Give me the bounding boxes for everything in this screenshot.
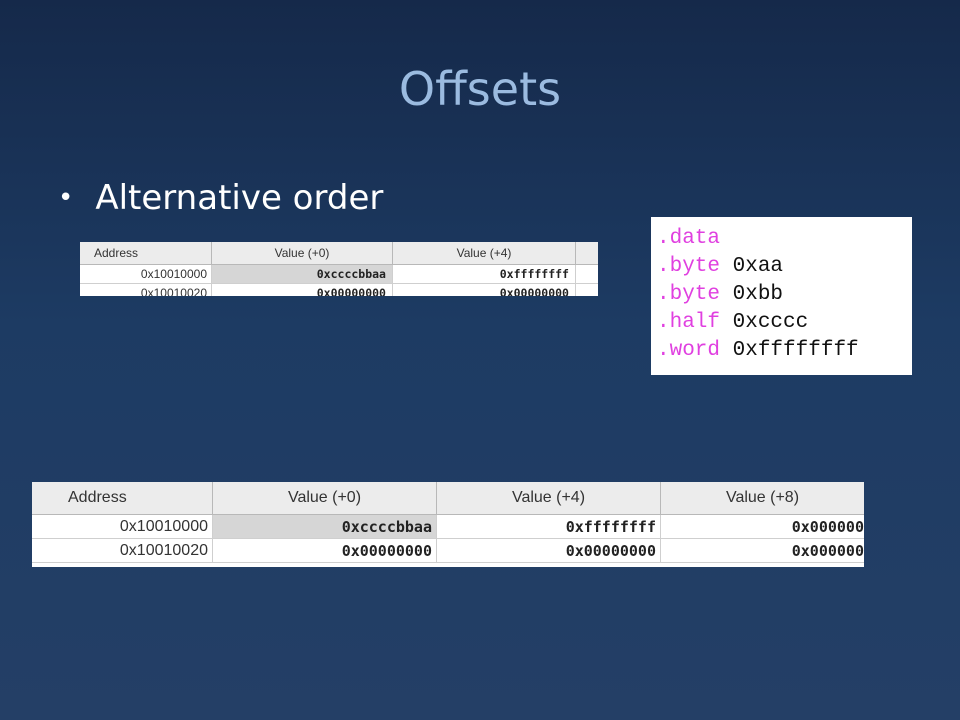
code-directive: .byte xyxy=(657,283,721,306)
code-line: .word 0xffffffff xyxy=(657,337,912,365)
code-line: .data xyxy=(657,225,912,253)
value-cell: 0xffffffff xyxy=(437,515,661,538)
extra-cell xyxy=(576,284,598,296)
table-row[interactable]: 0x10010020 0x00000000 0x00000000 xyxy=(80,284,598,296)
header-value-4[interactable]: Value (+4) xyxy=(393,242,576,264)
address-cell: 0x10010000 xyxy=(32,515,213,538)
bullet-item: • Alternative order xyxy=(58,178,383,218)
address-cell: 0x10010020 xyxy=(80,284,212,296)
assembly-code-box: .data .byte 0xaa .byte 0xbb .half 0xcccc… xyxy=(651,217,912,375)
small-memory-table: Address Value (+0) Value (+4) 0x10010000… xyxy=(80,242,598,296)
value-cell: 0xccccbbaa xyxy=(212,265,393,283)
table-header: Address Value (+0) Value (+4) xyxy=(80,242,598,265)
header-address[interactable]: Address xyxy=(32,482,213,514)
code-value: 0xbb xyxy=(732,283,784,306)
header-value-4[interactable]: Value (+4) xyxy=(437,482,661,514)
header-extra xyxy=(576,242,598,264)
table-header: Address Value (+0) Value (+4) Value (+8) xyxy=(32,482,864,515)
header-value-0[interactable]: Value (+0) xyxy=(213,482,437,514)
value-cell: 0x000000 xyxy=(791,541,864,560)
header-value-0[interactable]: Value (+0) xyxy=(212,242,393,264)
code-value: 0xcccc xyxy=(732,311,809,334)
value-cell: 0x00000000 xyxy=(437,539,661,562)
code-directive: .data xyxy=(657,227,721,250)
table-row[interactable]: 0x10010000 0xccccbbaa 0xffffffff xyxy=(80,265,598,284)
slide-title: Offsets xyxy=(398,62,562,116)
code-value: 0xffffffff xyxy=(732,339,859,362)
value-cell: 0x000000 xyxy=(791,517,864,536)
header-value-8[interactable]: Value (+8) xyxy=(725,489,800,506)
value-cell: 0x00000000 xyxy=(213,539,437,562)
address-cell: 0x10010000 xyxy=(80,265,212,283)
code-directive: .half xyxy=(657,311,721,334)
code-line: .byte 0xbb xyxy=(657,281,912,309)
extra-cell xyxy=(576,265,598,283)
value-cell: 0x00000000 xyxy=(393,284,576,296)
bullet-dot-icon: • xyxy=(58,183,74,213)
table-row[interactable]: 0x10010020 0x00000000 0x00000000 0x00000… xyxy=(32,539,864,563)
bullet-text: Alternative order xyxy=(95,178,384,218)
value-cell: 0xffffffff xyxy=(393,265,576,283)
code-value: 0xaa xyxy=(732,255,784,278)
address-cell: 0x10010020 xyxy=(32,539,213,562)
header-address[interactable]: Address xyxy=(80,242,212,264)
value-cell: 0xccccbbaa xyxy=(213,515,437,538)
code-line: .half 0xcccc xyxy=(657,309,912,337)
code-line: .byte 0xaa xyxy=(657,253,912,281)
code-directive: .byte xyxy=(657,255,721,278)
table-row[interactable]: 0x10010000 0xccccbbaa 0xffffffff 0x00000… xyxy=(32,515,864,539)
large-memory-table: Address Value (+0) Value (+4) Value (+8)… xyxy=(32,482,864,567)
value-cell: 0x00000000 xyxy=(212,284,393,296)
code-directive: .word xyxy=(657,339,721,362)
